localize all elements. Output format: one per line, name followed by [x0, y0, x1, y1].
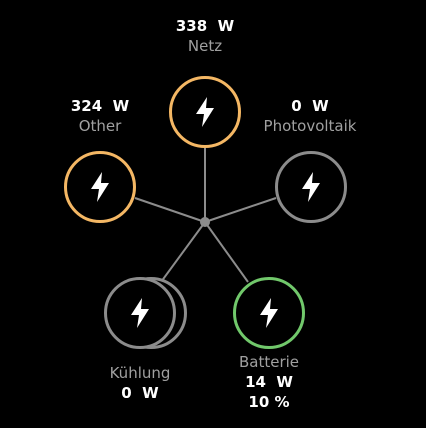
other-power: 324 W — [70, 97, 130, 115]
other-label: 324 W Other — [40, 96, 160, 136]
other-name: Other — [78, 117, 122, 135]
kuehlung-power: 0 W — [121, 384, 159, 402]
hub-dot — [200, 217, 210, 227]
batterie-label: Batterie 14 W 10 % — [209, 352, 329, 412]
connector-batterie — [204, 221, 249, 283]
lightning-icon — [131, 298, 149, 328]
photovoltaik-name: Photovoltaik — [263, 117, 357, 135]
netz-power: 338 W — [175, 17, 235, 35]
lightning-icon — [196, 97, 214, 127]
photovoltaik-label: 0 W Photovoltaik — [250, 96, 370, 136]
connector-other — [134, 197, 206, 223]
other-node[interactable] — [64, 151, 136, 223]
kuehlung-node[interactable] — [104, 277, 176, 349]
netz-label: 338 W Netz — [145, 16, 265, 56]
photovoltaik-power: 0 W — [291, 97, 329, 115]
kuehlung-name: Kühlung — [109, 364, 171, 382]
batterie-charge: 10 % — [248, 393, 290, 411]
connector-kuehlung — [160, 221, 206, 283]
connector-photovoltaik — [204, 197, 277, 223]
lightning-icon — [91, 172, 109, 202]
batterie-power: 14 W — [245, 373, 293, 391]
lightning-icon — [302, 172, 320, 202]
batterie-name: Batterie — [238, 353, 300, 371]
kuehlung-label: Kühlung 0 W — [80, 363, 200, 403]
netz-node[interactable] — [169, 76, 241, 148]
netz-name: Netz — [187, 37, 223, 55]
photovoltaik-node[interactable] — [275, 151, 347, 223]
lightning-icon — [260, 298, 278, 328]
batterie-node[interactable] — [233, 277, 305, 349]
